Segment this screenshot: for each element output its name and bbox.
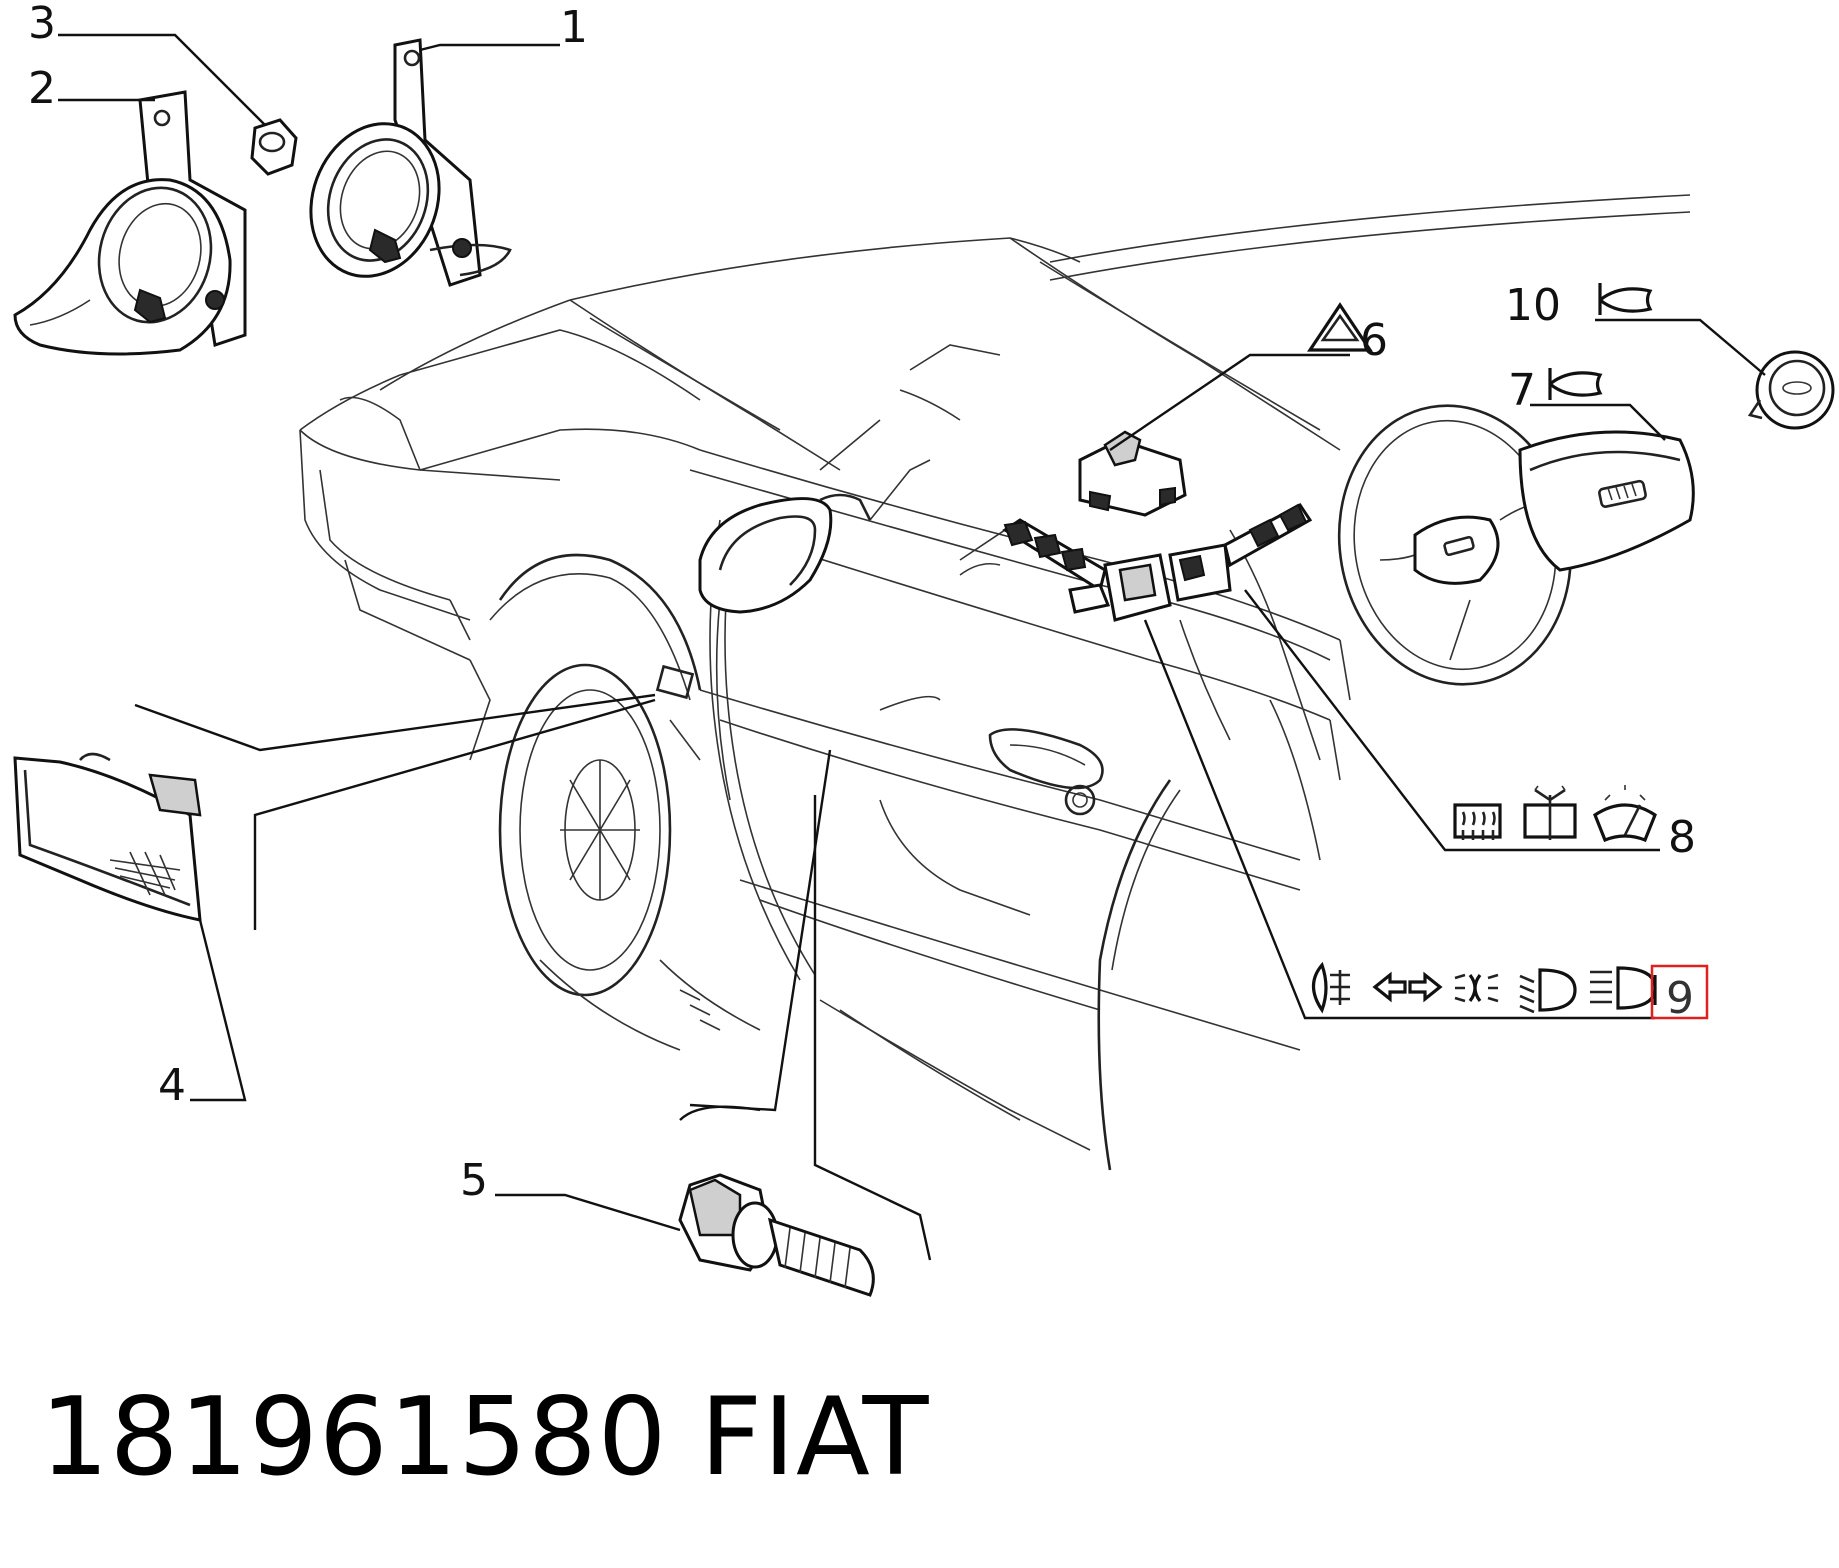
- turn-left-icon: [1372, 971, 1407, 1003]
- main-beam-icon: [1590, 966, 1657, 1010]
- part-2-horn: [13, 90, 247, 356]
- part-7-airbag: [1518, 430, 1695, 572]
- part-3-nut: [250, 118, 298, 176]
- highlight-box: [1650, 964, 1709, 1020]
- dipped-beam-icon: [1519, 968, 1577, 1014]
- brand-name: FIAT: [700, 1375, 929, 1500]
- part-label-2: 2: [28, 63, 56, 114]
- rear-washer-icon: [1523, 785, 1577, 840]
- part-label-1: 1: [560, 2, 588, 53]
- part-number: 181961580: [40, 1375, 667, 1500]
- part-4-side-repeater: [13, 752, 202, 922]
- rear-fog-icon: [1311, 961, 1350, 1014]
- part-label-7: 7: [1508, 365, 1536, 416]
- part-6-hazard-switch: [1078, 430, 1187, 517]
- windscreen-wiper-icon: [1593, 785, 1657, 843]
- horn-icon: [1548, 368, 1603, 400]
- part-label-5: 5: [460, 1155, 488, 1206]
- car-body-outline: [299, 194, 1691, 1171]
- horn-icon: [1598, 283, 1653, 315]
- leader-lines: [58, 33, 1766, 1261]
- part-8-9-stalk-switches: [1002, 503, 1313, 622]
- part-label-10: 10: [1505, 280, 1561, 331]
- part-label-8: 8: [1668, 812, 1696, 863]
- rear-defrost-icon: [1453, 803, 1502, 840]
- part-5-sensor: [678, 1173, 875, 1297]
- door-mirror: [698, 493, 872, 614]
- sidelight-icon: [1454, 973, 1499, 1003]
- turn-right-icon: [1408, 971, 1443, 1003]
- part-label-6: 6: [1360, 315, 1388, 366]
- part-label-3: 3: [28, 0, 56, 49]
- part-labels: 1 2 3 4 5 6 7 8 9 10: [28, 0, 1709, 1206]
- footer: 181961580 FIAT: [40, 1375, 929, 1500]
- part-label-4: 4: [158, 1060, 186, 1111]
- steering-wheel: [1337, 404, 1573, 686]
- part-label-9: 9: [1666, 973, 1694, 1024]
- part-1-horn: [309, 38, 512, 287]
- hazard-triangle-icon: [1307, 302, 1373, 352]
- part-10-horn-button: [1747, 350, 1835, 430]
